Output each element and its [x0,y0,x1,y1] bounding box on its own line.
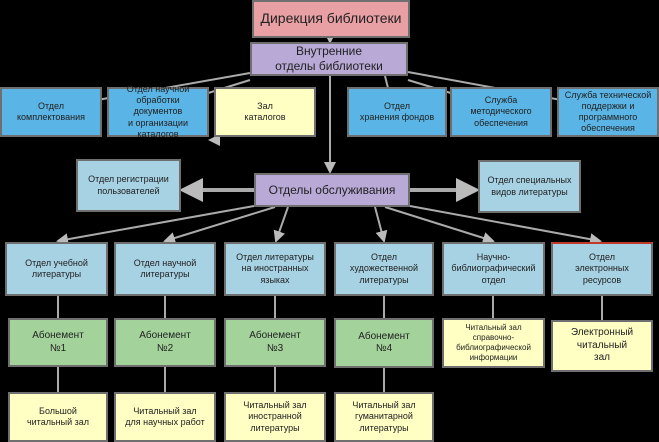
reading-room: Читальный зал иностранной литературы [224,392,326,442]
service-dept: Отдел электронных ресурсов [551,242,653,296]
arrow-service-2 [163,206,276,244]
subscription: Абонемент №2 [114,318,216,367]
reading-room: Читальный зал справочно- библиографическ… [442,318,545,368]
internal-dept: Отдел научной обработки документов и орг… [107,84,209,139]
subscription: Абонемент №1 [8,318,108,367]
service-dept: Отдел литературы на иностранных языках [224,242,326,296]
direction-box: Дирекция библиотеки [252,0,410,38]
reading-room: Электронный читальный зал [551,320,653,372]
registration-dept: Отдел регистрации пользователей [76,159,181,212]
service-dept: Отдел учебной литературы [5,242,108,296]
reading-room: Большой читальный зал [8,392,108,442]
special-literature-dept: Отдел специальных видов литературы [478,160,581,213]
service-dept: Отдел художественной литературы [334,242,434,296]
arrow-service-4 [374,206,388,243]
internal-dept: Отдел комплектования [0,87,102,137]
arrow-service-1 [56,205,255,246]
subscription: Абонемент №3 [224,318,326,367]
reading-room: Читальный зал для научных работ [114,392,216,442]
catalog-hall: Зал каталогов [214,87,316,137]
internal-dept: Служба методического обеспечения [450,87,552,137]
reading-room: Читальный зал гуманитарной литературы [334,392,434,442]
arrow-service-3 [273,206,289,243]
internal-dept: Отдел хранения фондов [347,87,447,137]
service-dept: Научно- библиографический отдел [442,242,545,296]
service-dept: Отдел научной литературы [114,242,216,296]
arrow-service-6 [409,205,602,246]
subscription: Абонемент №4 [334,318,434,368]
internal-depts-box: Внутренние отделы библиотеки [250,42,408,76]
service-depts-box: Отделы обслуживания [254,173,410,207]
arrow-service-5 [384,206,495,244]
internal-dept: Служба технической поддержки и программн… [557,87,659,137]
